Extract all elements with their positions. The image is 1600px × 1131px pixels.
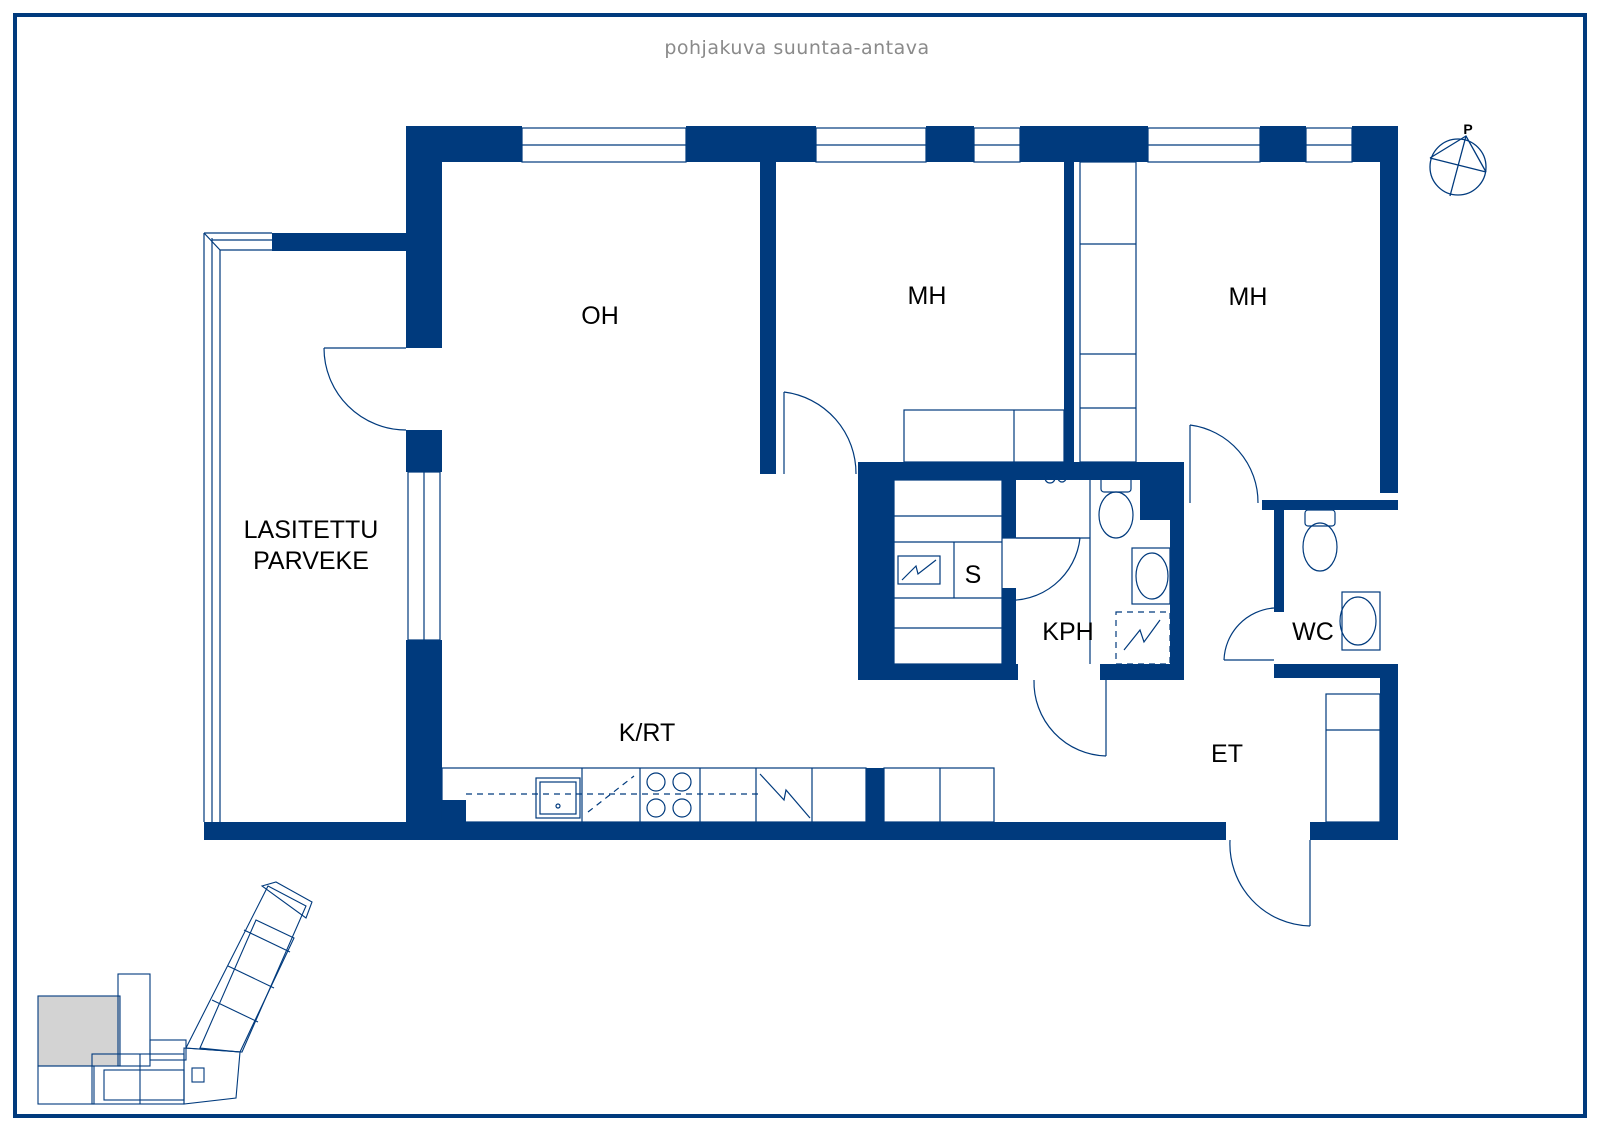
windows — [407, 127, 1353, 641]
room-label-mh-1: MH — [908, 282, 947, 310]
balcony-glazing — [203, 232, 272, 822]
room-labels: OH MH MH LASITETTU PARVEKE S KPH WC K/RT… — [244, 282, 1334, 768]
room-label-mh-2: MH — [1229, 283, 1268, 311]
compass-icon: P — [1429, 121, 1487, 197]
room-label-oh: OH — [581, 302, 619, 330]
room-label-krt: K/RT — [619, 719, 676, 747]
walls — [204, 126, 1398, 840]
north-label: P — [1463, 121, 1472, 137]
fixtures — [441, 161, 1381, 823]
plan-caption: pohjakuva suuntaa-antava — [664, 37, 929, 59]
room-label-kph: KPH — [1042, 618, 1093, 646]
page-frame — [13, 13, 1587, 1118]
room-label-wc: WC — [1292, 618, 1334, 646]
site-plan — [37, 881, 313, 1105]
room-label-s: S — [965, 561, 982, 589]
room-label-balcony-1: LASITETTU — [244, 516, 379, 544]
room-label-balcony-2: PARVEKE — [253, 547, 369, 575]
room-label-et: ET — [1211, 740, 1243, 768]
